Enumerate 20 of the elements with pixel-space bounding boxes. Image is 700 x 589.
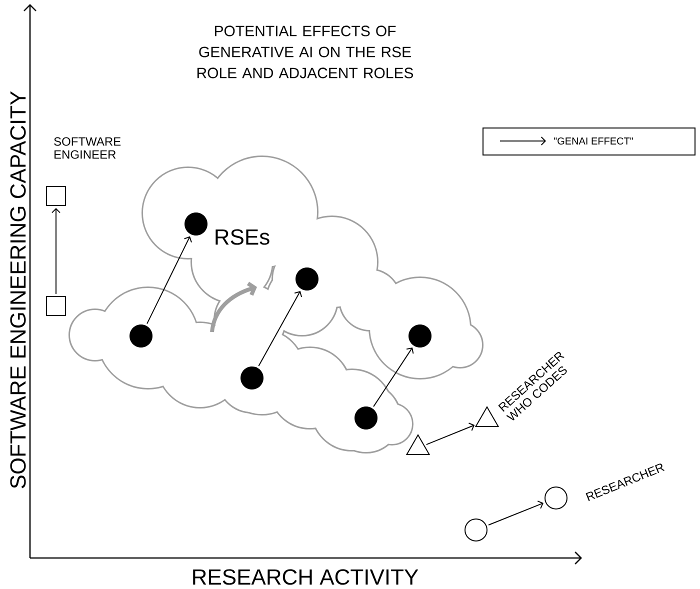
dot-marker <box>408 324 432 348</box>
arrow <box>52 208 60 294</box>
title: POTENTIAL EFFECTS OF GENERATIVE AI ON THE RSE ROLE AND ADJACENT ROLES <box>197 26 414 78</box>
circle-marker <box>464 518 488 542</box>
axis-label: SOFTWARE ENGINEERING CAPACITY <box>10 91 26 488</box>
legend-box: "GENAI EFFECT" <box>482 128 696 156</box>
dot-marker <box>240 366 264 390</box>
axis-label: RESEARCH ACTIVITY <box>193 569 418 585</box>
arrow <box>373 347 414 408</box>
arrow <box>258 290 302 367</box>
box-marker <box>46 186 66 206</box>
dot-marker <box>354 406 378 430</box>
arrow <box>426 422 475 446</box>
dot-marker <box>184 212 208 236</box>
circle-marker <box>544 486 568 510</box>
arrow <box>146 236 192 324</box>
dot-marker <box>296 268 318 290</box>
box-marker <box>46 296 66 316</box>
dot-marker <box>130 324 152 348</box>
arrow <box>488 500 544 526</box>
